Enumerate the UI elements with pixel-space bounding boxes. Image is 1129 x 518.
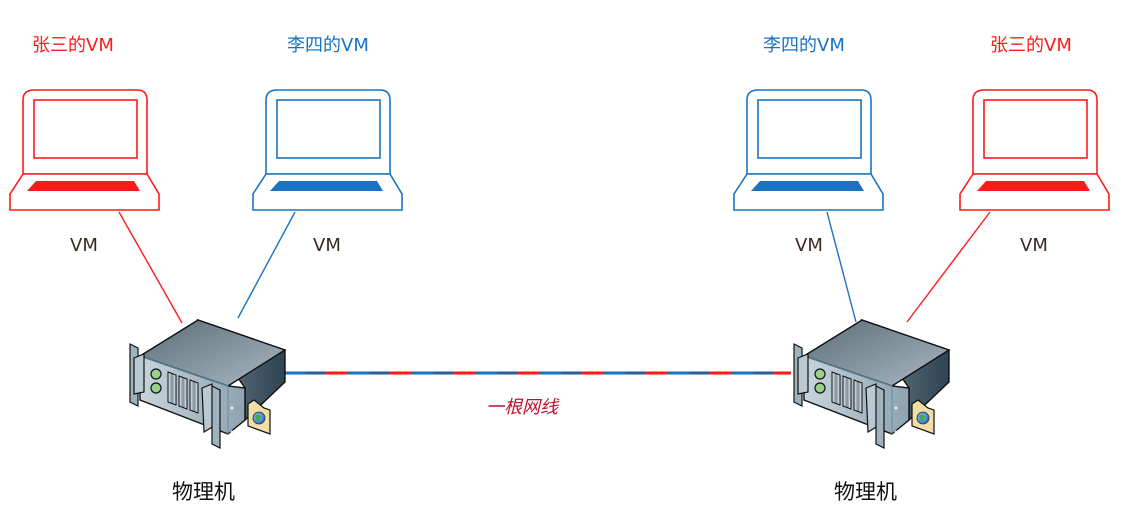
cable-label: 一根网线 [486, 397, 558, 418]
link-left-zhangsan [118, 211, 183, 324]
vm-tag-left-lisi: VM [313, 235, 341, 256]
host-label-left: 物理机 [172, 480, 235, 504]
laptop-icon [9, 89, 160, 211]
vm-owner-label-left-lisi: 李四的VM [287, 35, 369, 56]
laptop-icon [252, 89, 403, 211]
vm-owner-label-right-zhangsan: 张三的VM [990, 35, 1072, 56]
link-right-lisi [826, 211, 857, 323]
laptop-icon [733, 89, 884, 211]
vm-tag-left-zhangsan: VM [70, 235, 98, 256]
host-label-right: 物理机 [834, 480, 897, 504]
vm-owner-label-left-zhangsan: 张三的VM [32, 35, 114, 56]
vm-tag-right-lisi: VM [795, 235, 823, 256]
link-right-zhangsan [906, 211, 991, 323]
link-left-lisi [237, 211, 296, 319]
laptop-icon [959, 89, 1110, 211]
vm-tag-right-zhangsan: VM [1020, 235, 1048, 256]
vm-owner-label-right-lisi: 李四的VM [763, 35, 845, 56]
server-icon [793, 319, 950, 449]
server-icon [129, 319, 286, 449]
